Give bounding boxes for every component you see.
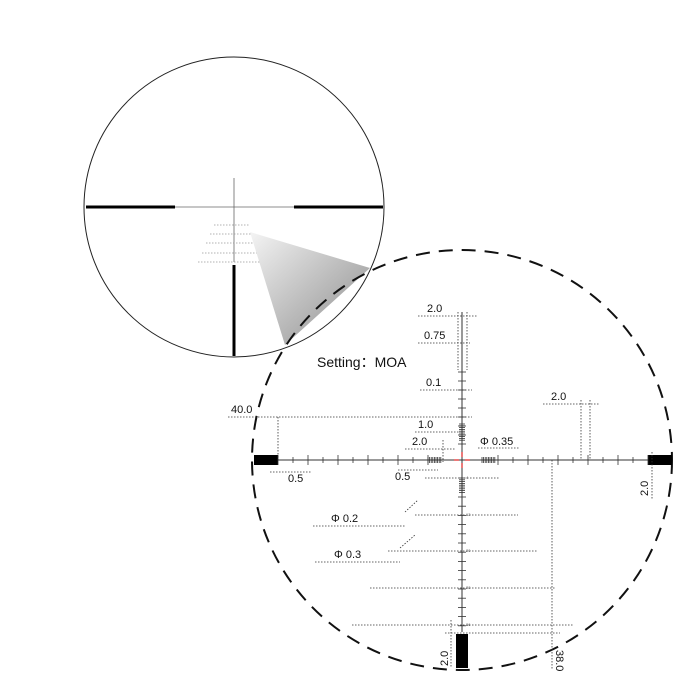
holdover-mark-4: 4 xyxy=(466,475,469,480)
dim-bottom-post-2-0: 2.0 xyxy=(439,651,451,666)
holdover-mark-36: 36 xyxy=(466,622,471,627)
detail-reticle xyxy=(254,312,672,668)
dimension-labels: 2.0 0.75 0.1 40.0 1.0 2.0 Φ 0.35 2.0 0.5… xyxy=(231,303,651,671)
bottom-post xyxy=(456,634,468,668)
holdover-mark-28: 28 xyxy=(466,585,471,590)
dim-40-0: 40.0 xyxy=(231,404,252,416)
dim-left-0-5: 0.5 xyxy=(288,473,303,485)
center-dot xyxy=(454,452,470,468)
setting-label: Setting：MOA xyxy=(317,354,407,370)
left-post xyxy=(254,455,278,465)
dim-0-1: 0.1 xyxy=(426,377,441,389)
dim-phi-0-2: Φ 0.2 xyxy=(331,513,358,525)
zoom-projection xyxy=(250,232,370,345)
dimension-lines xyxy=(228,312,653,670)
dim-2-0-gap: 2.0 xyxy=(412,436,427,448)
right-post xyxy=(648,455,672,465)
dim-drop-38-0: 38.0 xyxy=(553,650,565,671)
dim-phi-0-3: Φ 0.3 xyxy=(334,549,361,561)
dim-post-height-2-0: 2.0 xyxy=(639,481,651,496)
overview-holdover-lines xyxy=(198,224,266,263)
dim-0-75: 0.75 xyxy=(424,330,445,342)
dim-inner-0-5: 0.5 xyxy=(395,471,410,483)
dim-1-0: 1.0 xyxy=(418,419,433,431)
overview-scope xyxy=(83,56,385,358)
holdover-mark-20: 20 xyxy=(466,548,471,553)
dim-top-2-0: 2.0 xyxy=(427,303,442,315)
dim-phi-0-35: Φ 0.35 xyxy=(480,436,513,448)
holdover-lines xyxy=(352,477,573,626)
dim-right-2-0: 2.0 xyxy=(551,391,566,403)
holdover-mark-12: 12 xyxy=(466,512,471,517)
